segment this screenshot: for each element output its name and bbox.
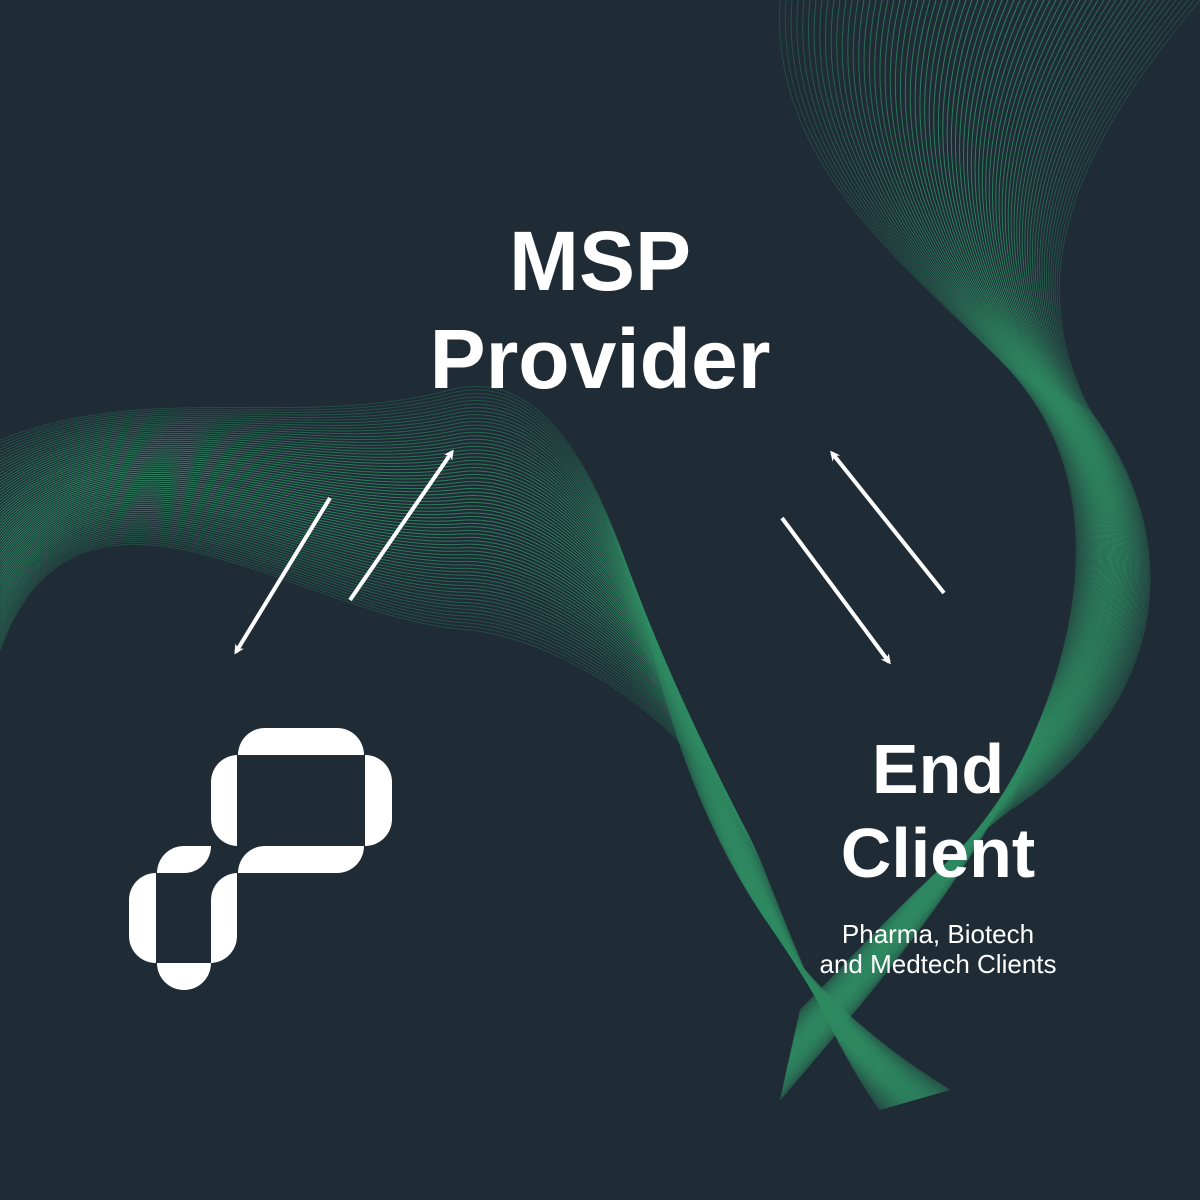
logo-segment (210, 873, 238, 963)
arrow-msp-to-logo (234, 496, 332, 655)
wave-line-left (0, 534, 886, 1109)
wave-line-right (798, 0, 1183, 1015)
wave-line-right (799, 0, 1200, 1011)
wave-line-left (0, 532, 887, 1109)
wave-line-right (790, 0, 1115, 1053)
wave-line-right (799, 0, 1189, 1013)
wave-line-right (780, 0, 1081, 1096)
msp-line1: MSP (508, 214, 692, 308)
wave-line-right (798, 0, 1177, 1016)
logo-segment (238, 728, 364, 755)
wave-line-right (778, 0, 1077, 1101)
wave-line-left (0, 536, 885, 1110)
wave-line-left (0, 539, 883, 1110)
arrow-logo-to-msp (348, 449, 454, 602)
end-client-line2: Client (840, 814, 1036, 892)
subtitle-line1: Pharma, Biotech (841, 919, 1035, 949)
wave-line-right (799, 0, 1195, 1012)
msp-provider-node: MSP Provider (300, 212, 900, 409)
wave-line-right (780, 0, 1080, 1097)
wave-line-right (789, 0, 1113, 1056)
wave-line-left (0, 538, 884, 1110)
logo-segment (157, 846, 211, 873)
end-client-node: End Client (760, 727, 1116, 895)
subtitle-line2: and Medtech Clients (819, 948, 1057, 979)
arrow-msp-to-client (780, 516, 891, 665)
logo-segment (238, 846, 364, 873)
end-client-subtitle: Pharma, Biotech and Medtech Clients (760, 919, 1116, 980)
end-client-line1: End (871, 730, 1005, 808)
logo-segment (211, 755, 238, 846)
wave-line-right (780, 0, 1079, 1098)
msp-line2: Provider (429, 312, 771, 407)
wave-line-right (789, 0, 1114, 1055)
logo-segment (129, 873, 156, 963)
arrow-client-to-msp (830, 450, 946, 595)
wave-line-left (0, 541, 882, 1110)
wave-line-right (797, 0, 1165, 1019)
wave-line-left (0, 543, 881, 1111)
wave-line-right (779, 0, 1078, 1100)
logo-segment (157, 963, 211, 990)
wave-line-right (798, 0, 1171, 1017)
wave-line-right (790, 0, 1116, 1052)
logo-segment (365, 755, 392, 846)
